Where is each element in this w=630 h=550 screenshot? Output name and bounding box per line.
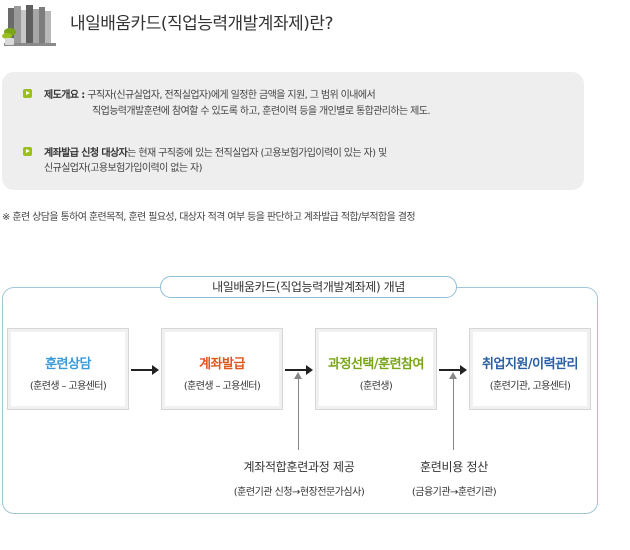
input-settlement-subtitle: (금융기관→훈련기관): [411, 487, 497, 498]
step-subtitle: (훈련기관, 고용센터): [489, 381, 571, 392]
step-counseling: 훈련상담 (훈련생 – 고용센터): [7, 328, 129, 410]
bullet-arrow-icon: [23, 89, 32, 98]
arrow-up-icon: [294, 372, 302, 450]
step-account-issue: 계좌발급 (훈련생 – 고용센터): [161, 328, 283, 410]
step-subtitle: (훈련생): [359, 381, 393, 392]
info-overview-label: 제도개요 :: [44, 90, 85, 101]
info-overview-line: 제도개요 : 구직자(신규실업자, 전직실업자)에게 일정한 금액을 지원, 그…: [44, 86, 376, 101]
info-eligibility-label: 계좌발급 신청 대상자: [44, 148, 128, 159]
arrow-right-icon: [439, 365, 467, 375]
bullet-arrow-icon: [23, 147, 32, 156]
step-title: 훈련상담: [45, 357, 91, 372]
step-title: 계좌발급: [199, 357, 245, 372]
info-overview-line-2: 직업능력개발훈련에 참여할 수 있도록 하고, 훈련이력 등을 개인별로 통합관…: [92, 106, 431, 117]
page-title: 내일배움카드(직업능력개발계좌제)란?: [70, 14, 334, 34]
info-eligibility-line: 계좌발급 신청 대상자는 현재 구직중에 있는 전직실업자 (고용보험가입이력이…: [44, 144, 387, 159]
input-settlement-title: 훈련비용 정산: [420, 460, 488, 474]
step-title: 취업지원/이력관리: [482, 357, 578, 372]
step-employment-support: 취업지원/이력관리 (훈련기관, 고용센터): [469, 328, 591, 410]
arrow-right-icon: [285, 365, 313, 375]
info-overview-text: 구직자(신규실업자, 전직실업자)에게 일정한 금액을 지원, 그 범위 이내에…: [84, 90, 376, 101]
input-course-title: 계좌적합훈련과정 제공: [243, 460, 355, 474]
concept-title: 내일배움카드(직업능력개발계좌제) 개념: [160, 276, 457, 298]
note-text: ※ 훈련 상담을 통하여 훈련목적, 훈련 필요성, 대상자 적격 여부 등을 …: [2, 212, 416, 223]
books-icon: [2, 5, 56, 46]
arrow-up-icon: [449, 372, 457, 450]
page-header: 내일배움카드(직업능력개발계좌제)란?: [0, 0, 630, 52]
step-subtitle: (훈련생 – 고용센터): [29, 381, 107, 392]
step-subtitle: (훈련생 – 고용센터): [183, 381, 261, 392]
step-title: 과정선택/훈련참여: [328, 357, 424, 372]
info-eligibility-line-2: 신규실업자(고용보험가입이력이 없는 자): [44, 163, 203, 174]
info-box: [2, 72, 584, 190]
info-eligibility-text: 는 현재 구직중에 있는 전직실업자 (고용보험가입이력이 있는 자) 및: [127, 148, 387, 159]
step-course-selection: 과정선택/훈련참여 (훈련생): [315, 328, 437, 410]
input-course-subtitle: (훈련기관 신청→현장전문가심사): [233, 487, 365, 498]
arrow-right-icon: [131, 365, 159, 375]
